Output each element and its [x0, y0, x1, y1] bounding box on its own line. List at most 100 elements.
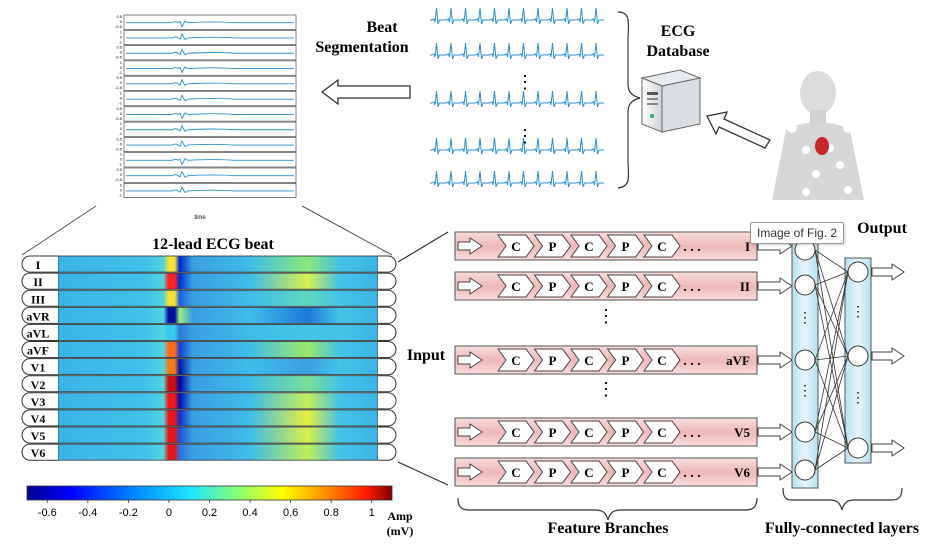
branch-block-conv — [570, 460, 608, 484]
heatmap-row-aVL — [57, 323, 379, 341]
lead-label-cap — [21, 358, 58, 376]
fully-connected-network: ⋮⋮⋮⋮ — [791, 237, 905, 489]
branch-block-label: C — [511, 425, 520, 440]
lead-row-cap — [378, 341, 397, 359]
branch-block-conv — [570, 274, 608, 298]
beat-axis-tick: 0 — [120, 157, 123, 162]
lead-label-aVL: aVL — [27, 326, 50, 340]
branch-block-conv — [497, 234, 535, 258]
fc-neuron — [794, 459, 816, 481]
beat-trace — [126, 158, 294, 166]
branch-block-pool — [533, 234, 572, 258]
branch-output-arrow-icon — [757, 423, 793, 441]
beat-axis-tick: -0.5 — [115, 55, 123, 60]
lead-label-V4: V4 — [31, 412, 46, 426]
lead-row-cap — [378, 375, 397, 393]
beat-trace — [126, 66, 294, 74]
branch-input-arrow-icon — [457, 463, 483, 481]
branch-block-label: C — [584, 353, 593, 368]
human-body-icon — [772, 71, 864, 200]
lead-row-cap — [378, 255, 397, 273]
heatmap-row-V6 — [57, 443, 379, 461]
beat-axis-tick: 0 — [120, 172, 123, 177]
branch-block-label: C — [511, 465, 520, 480]
beat-axis-tick: -1 — [118, 162, 122, 167]
branch-dots-2: ⋮ — [597, 379, 615, 399]
beat-axis-tick: 0 — [120, 80, 123, 85]
beat-axis-tick: 0.5 — [116, 136, 122, 141]
lead-label-I: I — [36, 258, 41, 272]
branch-input-arrow-icon — [457, 277, 483, 295]
lead-label-cap — [21, 272, 58, 290]
lead-label-III: III — [31, 292, 45, 306]
beat-axis-tick: 0 — [120, 126, 123, 131]
lead-label-cap — [21, 306, 58, 324]
output-arrow-icon — [871, 439, 905, 457]
lead-row-cap — [378, 306, 397, 324]
segmented-beats-panel: 0.50-0.510-10.50-0.510-10.50-0.510-10.50… — [115, 14, 297, 198]
branch-block-conv — [497, 420, 535, 444]
lead-row-cap — [378, 358, 397, 376]
beat-trace — [126, 185, 294, 194]
branch-block-label: C — [657, 279, 666, 294]
ecg-record-trace — [430, 170, 604, 188]
beat-axis-tick: -1 — [118, 131, 122, 136]
fc-dots: ⋮ — [798, 311, 812, 326]
fc-connection — [814, 355, 849, 433]
lead-label-V2: V2 — [31, 378, 46, 392]
branch-label-I: I — [745, 239, 750, 254]
heart-icon — [815, 137, 829, 155]
beat-axis-tick: 0 — [120, 65, 123, 70]
branch-block-pool — [606, 234, 645, 258]
fc-layers-label: Fully-connected layers — [765, 520, 919, 537]
beat-axis-tick: 1 — [120, 182, 123, 187]
colorbar — [26, 485, 393, 501]
ecg-database-title-2: Database — [646, 43, 709, 60]
branch-label-aVF: aVF — [726, 353, 750, 368]
branch-block-conv — [643, 274, 681, 298]
branch-block-pool — [533, 460, 572, 484]
beat-segmentation-title-1: Beat — [366, 19, 398, 36]
ecg-record-trace — [430, 137, 604, 155]
branch-block-label: C — [511, 353, 520, 368]
colorbar-tick-label: -0.6 — [38, 507, 57, 519]
output-label: Output — [857, 220, 907, 237]
branch-block-label: P — [549, 353, 557, 368]
raw-ecg-records — [430, 7, 604, 188]
beat-trace — [126, 20, 294, 28]
beat-axis-tick: 0.5 — [116, 167, 122, 172]
lead-label-cap — [21, 392, 58, 410]
beat-axis-tick: -0.5 — [115, 85, 123, 90]
heatmap-row-I — [57, 255, 379, 273]
lead-row-cap — [378, 392, 397, 410]
beat-axis-tick: 0.5 — [116, 45, 122, 50]
heatmap-row-V4 — [57, 409, 379, 427]
branch-output-arrow-icon — [757, 277, 793, 295]
beat-axis-tick: 0 — [120, 141, 123, 146]
branch-ellipsis: . . . — [683, 426, 701, 441]
ecg-dots-2: ⋮ — [516, 126, 534, 146]
lead-label-aVR: aVR — [26, 309, 50, 323]
beat-trace — [126, 112, 294, 120]
lead-label-V6: V6 — [31, 446, 46, 460]
fc-connection — [814, 271, 849, 471]
beat-axis-tick: 0 — [120, 50, 123, 55]
heatmap-row-V1 — [57, 358, 379, 376]
beat-axis-tick: 0 — [120, 96, 123, 101]
branch-input-arrow-icon — [457, 351, 483, 369]
fc-connection — [814, 355, 849, 361]
output-neuron — [847, 261, 869, 283]
beat-axis-tick: 0.5 — [116, 106, 122, 111]
fc-neuron — [794, 349, 816, 371]
branch-block-conv — [570, 234, 608, 258]
branch-ellipsis: . . . — [683, 354, 701, 369]
branch-block-conv — [643, 234, 681, 258]
branch-block-label: P — [549, 425, 557, 440]
branch-block-label: P — [622, 465, 630, 480]
output-neuron — [847, 345, 869, 367]
colorbar-tick-label: 0.8 — [324, 507, 339, 519]
zoom-line-right — [301, 205, 393, 256]
branch-block-pool — [606, 420, 645, 444]
